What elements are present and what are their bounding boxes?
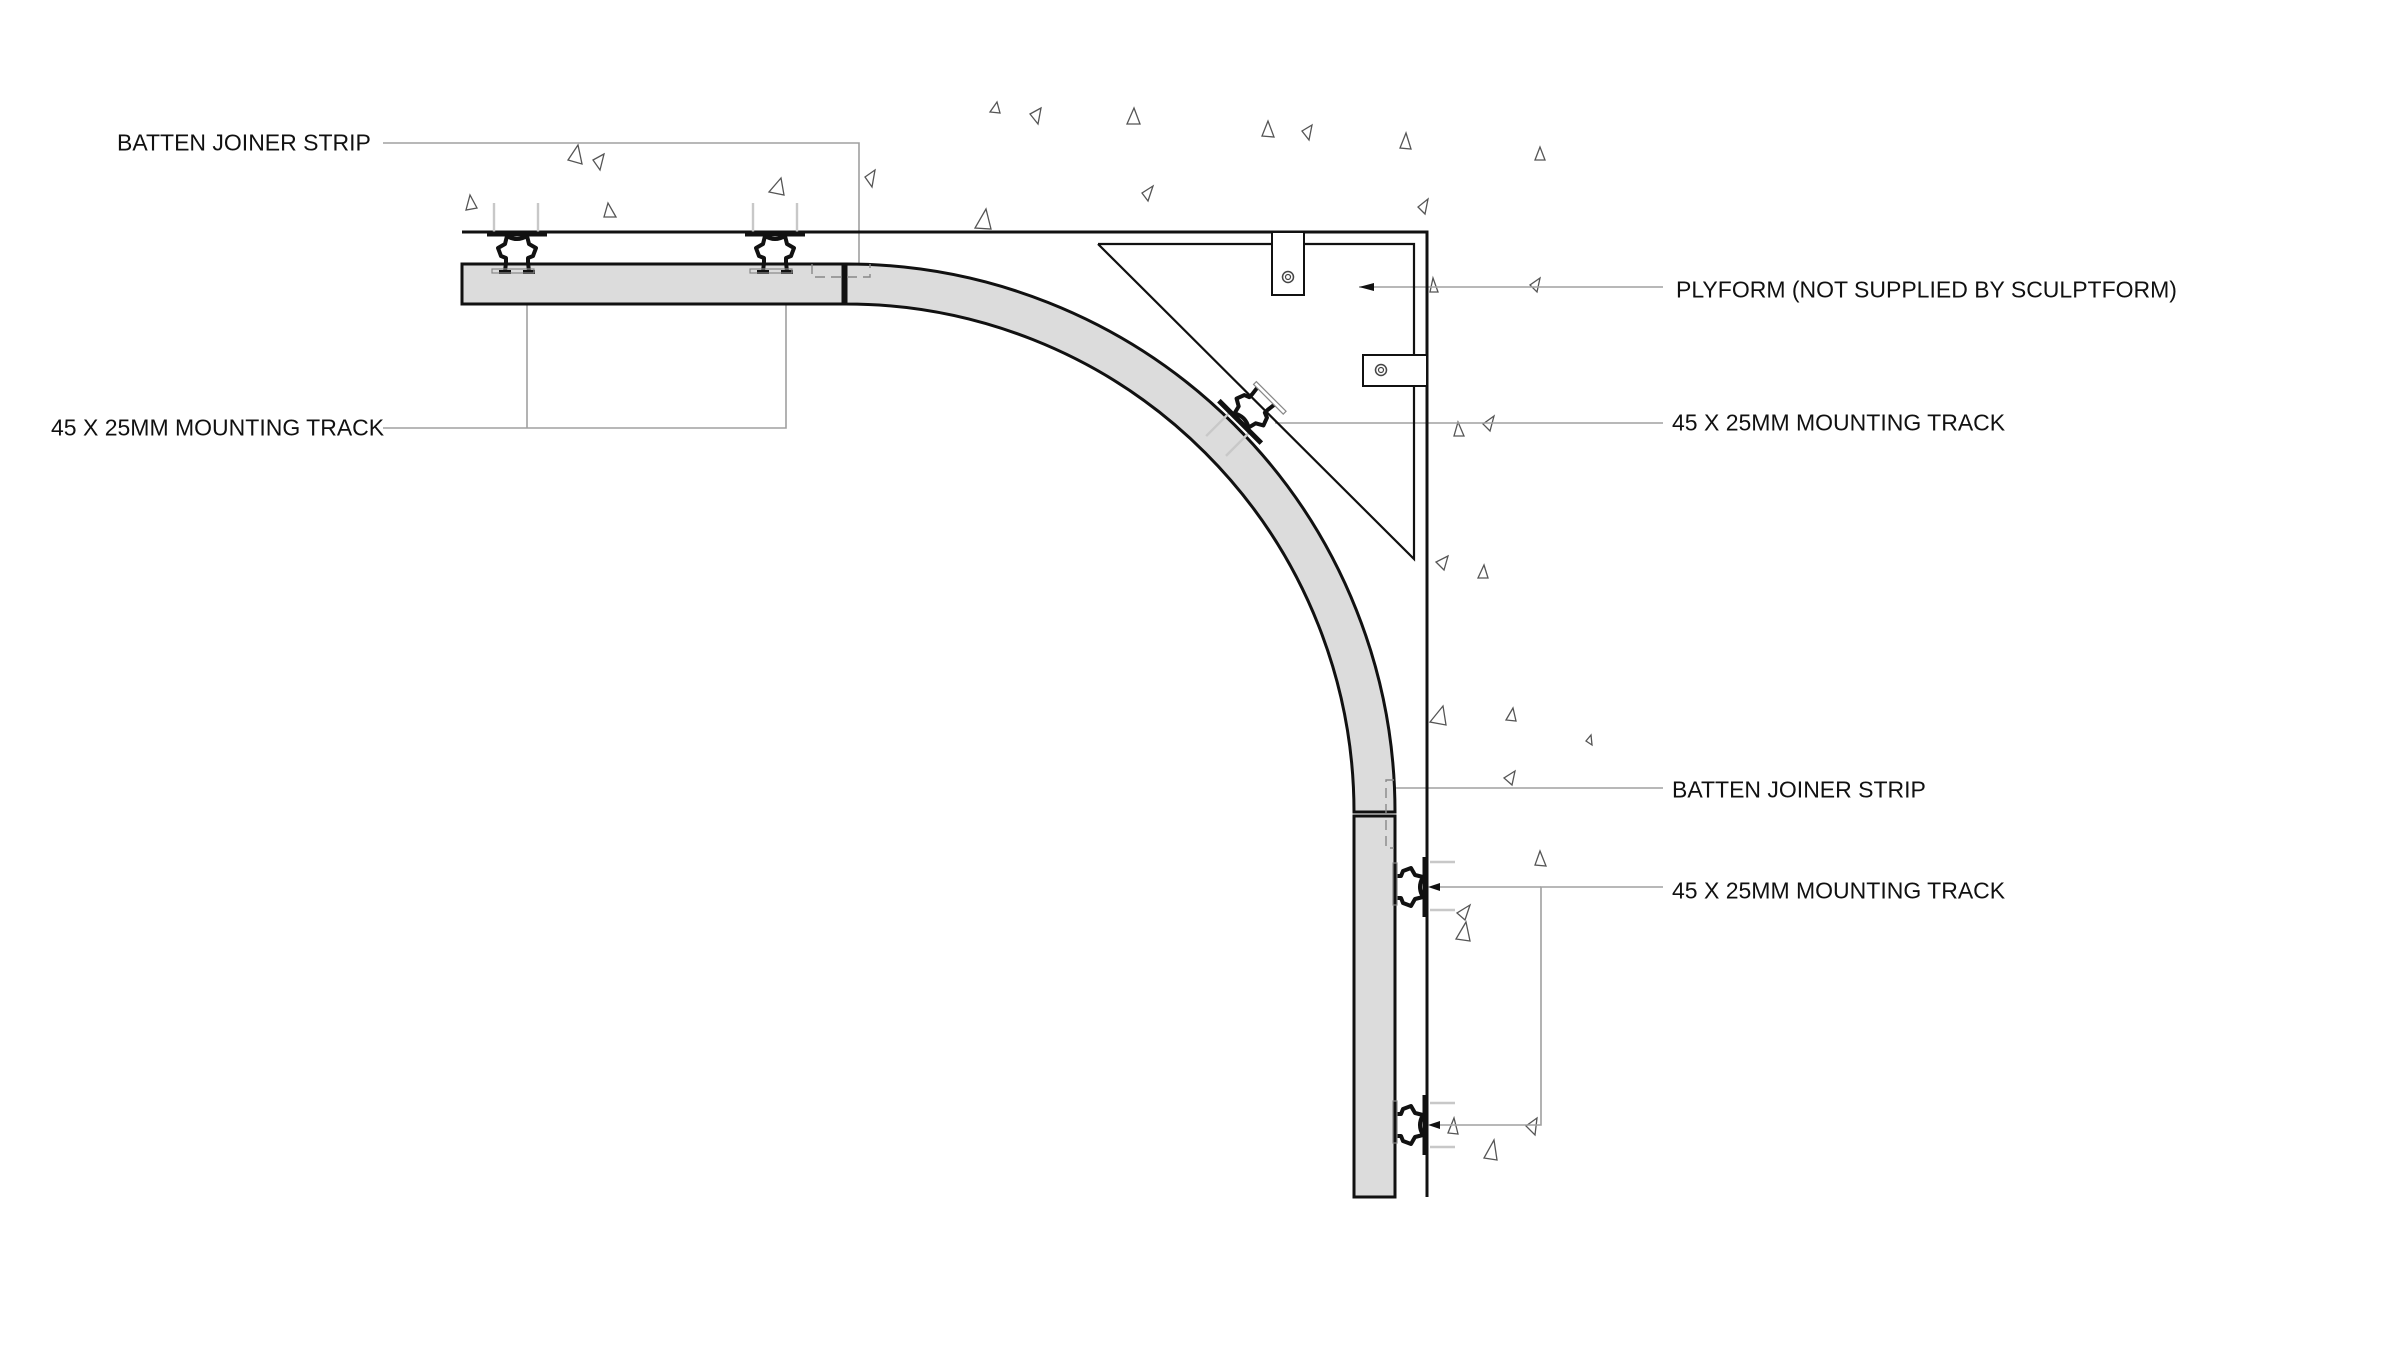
substrate bbox=[462, 230, 1429, 1197]
vertical-batten bbox=[1352, 814, 1397, 1199]
ceiling-wall-line bbox=[462, 230, 1429, 1197]
battens bbox=[460, 262, 1397, 1199]
joiner-strip-top bbox=[811, 264, 871, 278]
label-plyform: PLYFORM (NOT SUPPLIED BY SCULPTFORM) bbox=[1676, 276, 2177, 303]
bracket-top bbox=[1271, 231, 1305, 296]
label-batten-joiner-strip-right: BATTEN JOINER STRIP bbox=[1672, 776, 1926, 803]
joiner-strip-bottom bbox=[1385, 779, 1394, 849]
concrete-aggregate bbox=[465, 100, 1593, 1161]
track-ceiling-1 bbox=[487, 231, 547, 274]
label-mounting-track-diagonal: 45 X 25MM MOUNTING TRACK bbox=[1672, 409, 2006, 436]
label-mounting-track-wall: 45 X 25MM MOUNTING TRACK bbox=[1672, 877, 2006, 904]
leader-track-wall bbox=[1432, 886, 1663, 1126]
track-diagonal bbox=[1205, 380, 1287, 457]
track-ceiling-2 bbox=[745, 231, 805, 274]
label-batten-joiner-strip-top: BATTEN JOINER STRIP bbox=[117, 129, 371, 156]
mounting-tracks bbox=[487, 203, 1455, 1155]
bracket-side bbox=[1362, 354, 1428, 387]
track-wall-1 bbox=[1392, 857, 1428, 917]
leader-lines bbox=[383, 142, 1663, 1129]
label-mounting-track-left: 45 X 25MM MOUNTING TRACK bbox=[51, 414, 385, 441]
curved-batten bbox=[844, 262, 1397, 814]
leader-track-left bbox=[383, 268, 787, 429]
track-wall-2 bbox=[1392, 1095, 1428, 1155]
plyform-former bbox=[1097, 242, 1416, 562]
